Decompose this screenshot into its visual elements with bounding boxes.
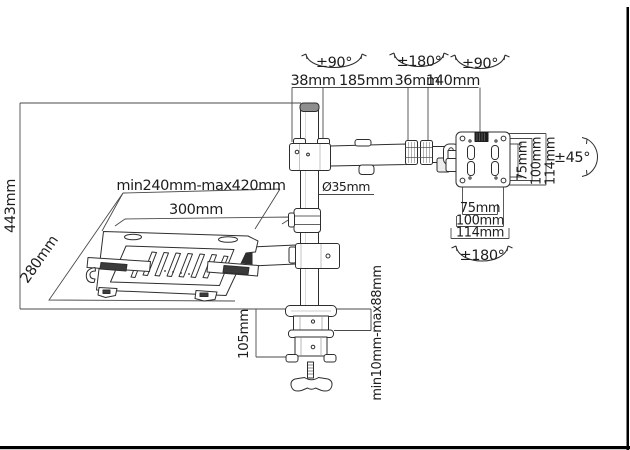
dim-vesa-h100	[456, 184, 504, 227]
grip-pad-left	[99, 262, 128, 272]
frame-border-bottom	[0, 446, 630, 450]
label-vesa-v114: 114mm	[544, 137, 559, 185]
laptop-tray	[85, 231, 259, 302]
dim-vesa-h114	[450, 228, 510, 239]
label-tray-range: min240mm-max420mm	[116, 178, 285, 194]
dim-desk-thickness	[334, 309, 372, 331]
dim-tray-range	[101, 188, 281, 232]
pole-bracket-lower	[295, 243, 340, 269]
label-dim-36: 36mm	[394, 73, 439, 89]
arc-rotate-mid	[389, 52, 449, 67]
tray-front-hooks	[97, 287, 218, 302]
label-angle-left: ±90°	[316, 55, 352, 71]
arm-joint	[405, 140, 433, 165]
label-desk-thickness: min10mm-max88mm	[370, 265, 385, 400]
label-vesa-h114: 114mm	[456, 226, 504, 241]
label-vesa-h100: 100mm	[456, 214, 504, 229]
dim-300-line	[114, 216, 294, 227]
wing-knob	[290, 377, 333, 392]
label-dim-185: 185mm	[339, 73, 393, 89]
dim-vesa-v75	[510, 143, 522, 178]
pole-bracket-upper	[289, 143, 331, 171]
dim-tray-depth-plane	[48, 192, 236, 302]
pole	[299, 102, 320, 313]
label-dim-38: 38mm	[290, 73, 335, 89]
tray-side-grips	[85, 257, 259, 284]
grip-pad-right	[222, 265, 250, 275]
label-angle-mid: ±180°	[396, 54, 441, 70]
arc-pan-left	[301, 53, 367, 68]
frame-borders	[0, 7, 630, 450]
arc-vesa-rotation	[451, 245, 513, 262]
desk-clamp	[285, 305, 337, 392]
hardware	[85, 102, 511, 392]
label-tray-width: 300mm	[169, 202, 223, 218]
rotation-arcs	[301, 52, 598, 262]
dim-105	[255, 309, 289, 358]
dimension-lines	[19, 87, 547, 358]
dim-vesa-h75	[462, 184, 498, 215]
upper-arm-assembly	[289, 138, 460, 175]
label-clamp-height: 105mm	[236, 309, 252, 359]
label-dim-140: 140mm	[426, 73, 480, 89]
label-tray-depth: 280mm	[18, 233, 62, 286]
label-vesa-tilt: ±45°	[554, 150, 590, 166]
label-vesa-v75: 75mm	[516, 141, 531, 181]
label-pole-height: 443mm	[3, 179, 19, 233]
dim-vesa-v114	[508, 133, 547, 186]
label-vesa-v100: 100mm	[530, 137, 545, 185]
label-angle-right: ±90°	[462, 56, 498, 72]
tray-center-holes	[164, 270, 190, 275]
frame-border-right	[626, 7, 629, 450]
arc-vesa-tilt	[581, 137, 598, 177]
label-vesa-rotation: ±180°	[459, 248, 504, 264]
arm-segment-1	[330, 143, 408, 167]
vesa-plate	[455, 131, 511, 188]
label-vesa-h75: 75mm	[460, 201, 500, 216]
label-pole-diameter: Ø35mm	[322, 179, 370, 194]
height-collar	[288, 208, 321, 233]
arc-pan-right	[450, 54, 510, 69]
cable-clip	[358, 164, 375, 175]
labels: ±90° ±180° ±90° 38mm 185mm 36mm 140mm 44…	[3, 54, 591, 401]
vesa-top-knob	[474, 132, 489, 142]
pole-cap	[299, 102, 320, 112]
clamp-screw	[307, 361, 314, 379]
dim-top-chain	[291, 87, 481, 142]
